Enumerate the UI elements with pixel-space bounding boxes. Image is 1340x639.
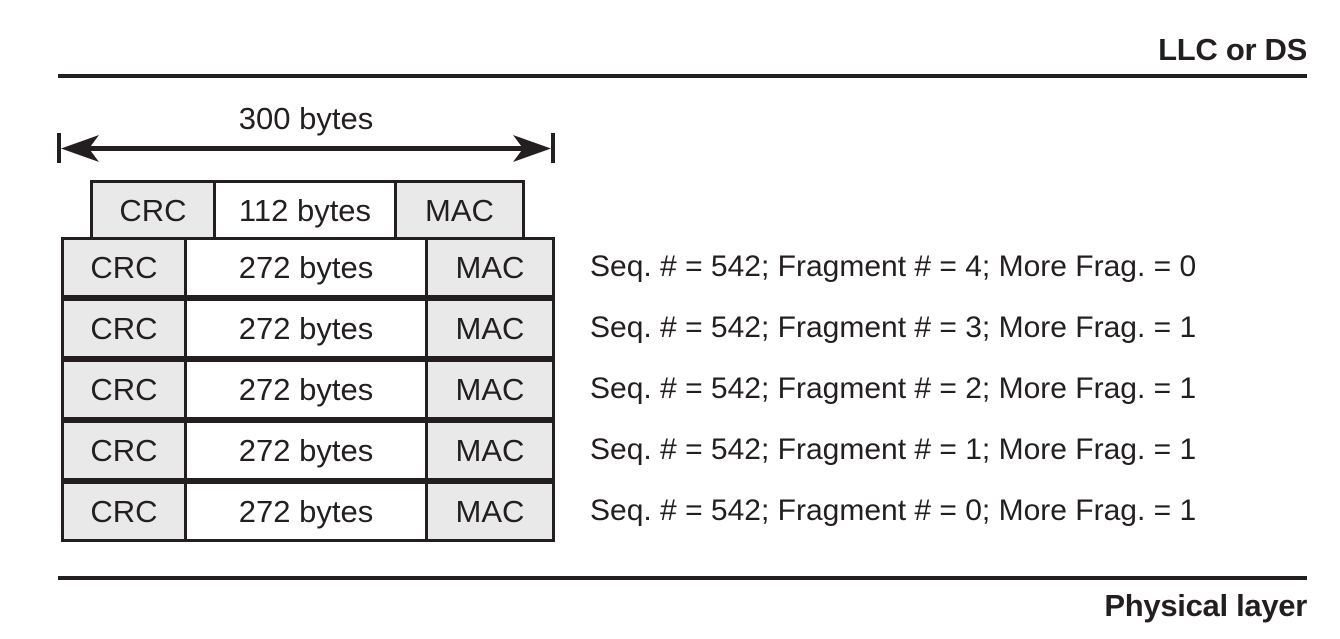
frame-row-fragment-0: CRC 272 bytes MAC (61, 481, 555, 542)
cell-payload: 272 bytes (184, 359, 428, 420)
frame-row-fragment-4: CRC 272 bytes MAC (61, 237, 555, 298)
cell-crc: CRC (61, 298, 187, 359)
cell-mac: MAC (425, 420, 555, 481)
annotation-fragment-2: Seq. # = 542; Fragment # = 2; More Frag.… (590, 372, 1197, 405)
frame-row-fragment-2: CRC 272 bytes MAC (61, 359, 555, 420)
cell-crc: CRC (61, 481, 187, 542)
annotation-fragment-0: Seq. # = 542; Fragment # = 0; More Frag.… (590, 494, 1197, 527)
dimension-label-300-bytes: 300 bytes (238, 101, 374, 136)
llc-layer-label: LLC or DS (1158, 32, 1307, 67)
physical-layer-divider (58, 576, 1307, 580)
physical-layer-label: Physical layer (1104, 588, 1307, 623)
cell-crc: CRC (61, 359, 187, 420)
annotation-fragment-4: Seq. # = 542; Fragment # = 4; More Frag.… (590, 250, 1197, 283)
cell-mac: MAC (394, 180, 525, 240)
cell-payload: 272 bytes (184, 298, 428, 359)
frame-row-fragment-3: CRC 272 bytes MAC (61, 298, 555, 359)
annotation-fragment-3: Seq. # = 542; Fragment # = 3; More Frag.… (590, 311, 1197, 344)
cell-mac: MAC (425, 298, 555, 359)
cell-mac: MAC (425, 481, 555, 542)
double-headed-arrow-icon (57, 133, 555, 163)
llc-layer-divider (58, 74, 1307, 78)
cell-mac: MAC (425, 359, 555, 420)
cell-payload: 272 bytes (184, 237, 428, 298)
cell-payload: 112 bytes (213, 180, 397, 240)
cell-payload: 272 bytes (184, 481, 428, 542)
cell-crc: CRC (61, 420, 187, 481)
annotation-fragment-1: Seq. # = 542; Fragment # = 1; More Frag.… (590, 433, 1197, 466)
cell-mac: MAC (425, 237, 555, 298)
cell-crc: CRC (61, 237, 187, 298)
cell-crc: CRC (90, 180, 216, 240)
cell-payload: 272 bytes (184, 420, 428, 481)
frame-row-original: CRC 112 bytes MAC (90, 180, 525, 240)
frame-row-fragment-1: CRC 272 bytes MAC (61, 420, 555, 481)
